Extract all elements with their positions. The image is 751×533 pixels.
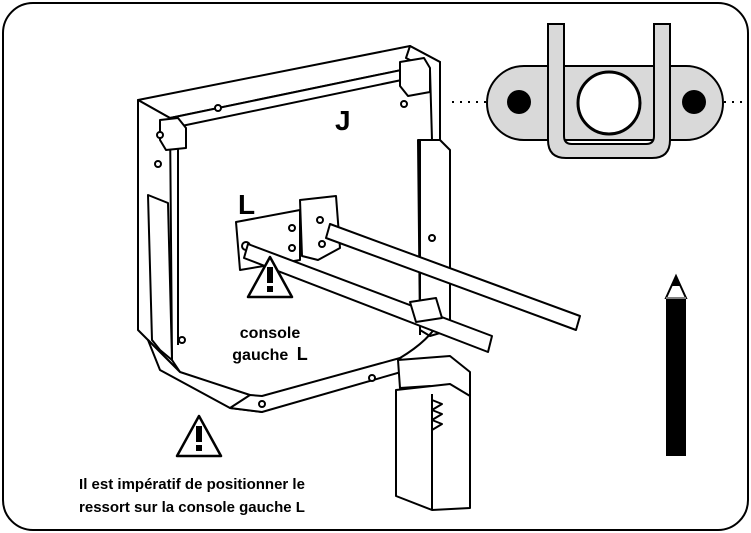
console-label-line1: console: [240, 325, 301, 342]
console-label-gauche: gauche: [232, 347, 288, 364]
spring-assembly: [235, 195, 581, 511]
warning-text-line1: Il est impératif de positionner le: [79, 476, 305, 493]
hole-left: [507, 90, 531, 114]
warning-triangle-icon: [246, 255, 294, 299]
warning-text-line2: ressort sur la console gauche L: [79, 499, 305, 516]
detail-inset: [452, 23, 748, 159]
console-label-line2: gauche L: [232, 344, 307, 364]
part-label-l: L: [238, 189, 255, 220]
console-label-letter: L: [297, 344, 308, 364]
part-label-j: J: [335, 105, 351, 136]
warning-triangle-icon-bottom: [175, 414, 223, 458]
u-clip: [547, 23, 671, 159]
shaft-circle: [576, 70, 642, 136]
pencil-icon: [664, 273, 688, 456]
side-panel-frame: [137, 45, 451, 413]
hole-right: [682, 90, 706, 114]
